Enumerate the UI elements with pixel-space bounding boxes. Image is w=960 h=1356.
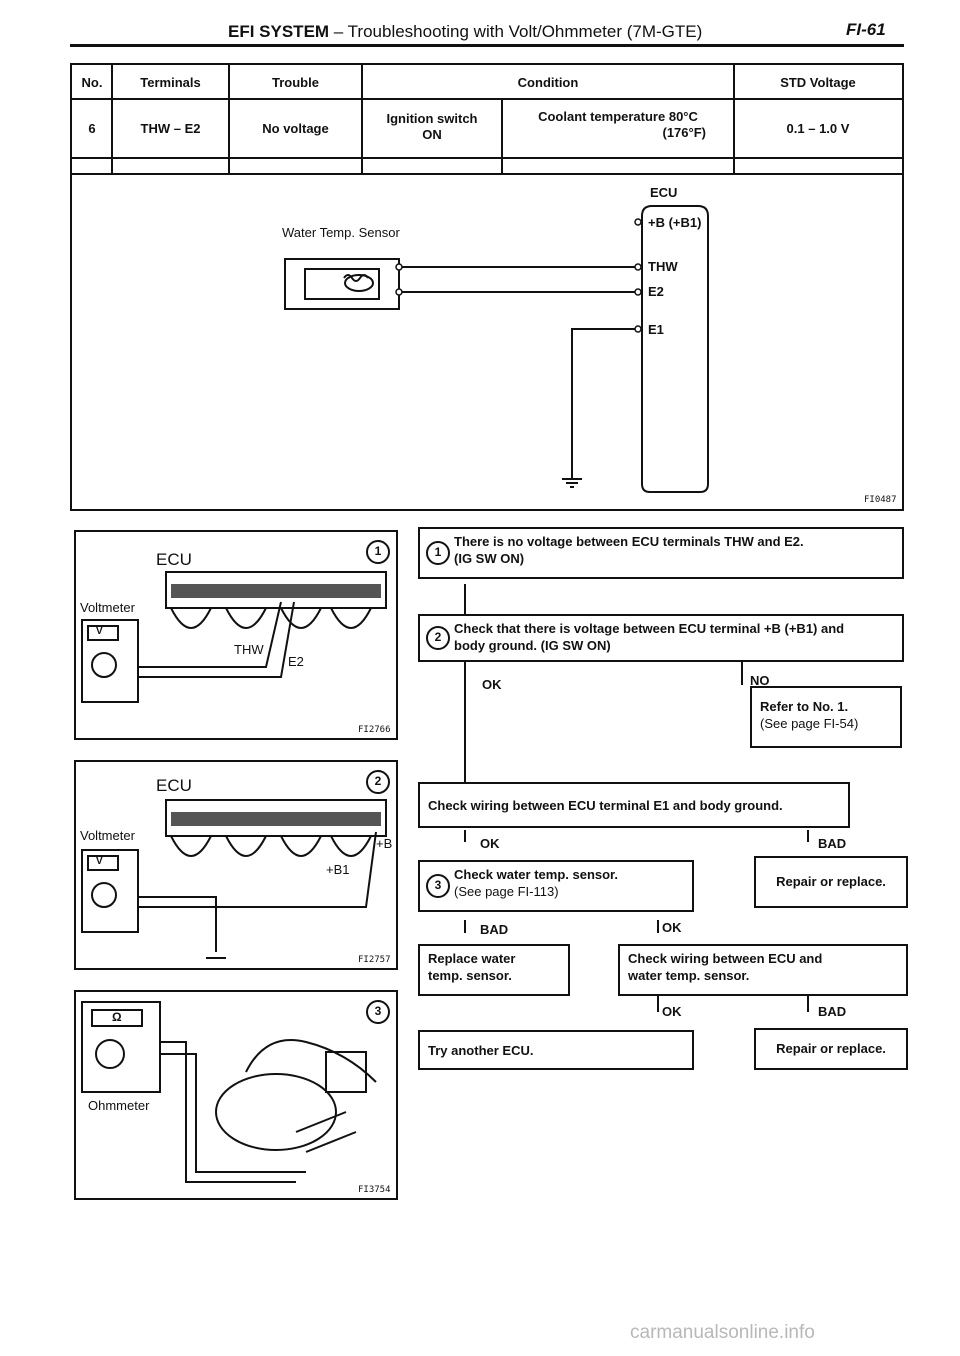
picture-2-illustration (81, 799, 387, 959)
step-1-line1: There is no voltage between ECU terminal… (454, 534, 804, 549)
cond1-line1: Ignition switch (386, 111, 478, 126)
picture-2-b-label: +B (376, 836, 393, 851)
flow-step-3: 3 Check water temp. sensor. (See page FI… (418, 860, 694, 912)
step-2-number: 2 (426, 626, 450, 650)
flow-bad-3: BAD (480, 922, 509, 937)
col-header-condition: Condition (517, 75, 579, 90)
page-header-title: EFI SYSTEM – Troubleshooting with Volt/O… (228, 22, 702, 42)
picture-2-meter-label: Voltmeter (80, 828, 135, 843)
header-title-rest: – Troubleshooting with Volt/Ohmmeter (7M… (329, 22, 703, 41)
flow-step-2: 2 Check that there is voltage between EC… (418, 614, 904, 662)
cond2-line1: Coolant temperature 80°C (538, 109, 698, 124)
row-condition-ignition: Ignition switch ON (362, 111, 502, 143)
picture-1-number: 1 (366, 540, 390, 564)
cond1-line2: ON (422, 127, 442, 142)
circuit-terminal-e1-label: E1 (648, 322, 664, 337)
flow-try-another-ecu: Try another ECU. (418, 1030, 694, 1070)
refer-line2: (See page FI-54) (760, 716, 859, 731)
ecu-box-outline (641, 205, 709, 493)
wire-e1 (571, 328, 638, 469)
flow-bad-2: BAD (818, 836, 847, 851)
wiring-sensor-line2: water temp. sensor. (628, 968, 750, 983)
flow-ok-1: OK (482, 677, 502, 692)
cond2-line2: (176°F) (662, 125, 707, 140)
flow-ok-2: OK (480, 836, 500, 851)
picture-1-e2-label: E2 (288, 654, 304, 669)
circuit-terminal-b-label: +B (+B1) (648, 215, 702, 230)
picture-3-omega-label: Ω (112, 1010, 122, 1024)
picture-3-number: 3 (366, 1000, 390, 1024)
page-number: FI-61 (846, 20, 886, 39)
flow-no-1: NO (750, 673, 770, 688)
picture-1-voltmeter: 1 ECU Voltmeter V THW E2 FI2766 (74, 530, 398, 740)
col-header-no: No. (81, 75, 103, 90)
terminal-b (634, 218, 642, 226)
circuit-terminal-thw-label: THW (648, 259, 678, 274)
picture-1-code: FI2766 (358, 725, 391, 735)
col-header-terminals: Terminals (140, 75, 201, 90)
step-3-line2: (See page FI-113) (454, 884, 559, 899)
circuit-figure-code: FI0487 (864, 495, 897, 505)
picture-1-thw-label: THW (234, 642, 264, 657)
flow-replace-sensor: Replace water temp. sensor. (418, 944, 570, 996)
refer-line1: Refer to No. 1. (760, 699, 849, 714)
flow-step-1: 1 There is no voltage between ECU termin… (418, 527, 904, 579)
header-title-bold: EFI SYSTEM (228, 22, 330, 41)
circuit-ecu-label: ECU (650, 185, 678, 200)
step-2-line1: Check that there is voltage between ECU … (454, 621, 845, 636)
replace-line2: temp. sensor. (428, 968, 512, 983)
picture-3-meter-label: Ohmmeter (88, 1098, 150, 1113)
flow-check-wiring-e1: Check wiring between ECU terminal E1 and… (418, 782, 850, 828)
flow-ok-3: OK (662, 920, 682, 935)
picture-3-illustration (81, 1001, 377, 1183)
flow-bad-4: BAD (818, 1004, 847, 1019)
row-std-voltage: 0.1 – 1.0 V (786, 121, 850, 136)
picture-1-illustration (81, 571, 387, 703)
row-terminals: THW – E2 (140, 121, 201, 136)
row-no: 6 (88, 121, 96, 136)
flow-refer-box: Refer to No. 1. (See page FI-54) (750, 686, 902, 748)
row-trouble: No voltage (262, 121, 329, 136)
picture-2-ecu-label: ECU (156, 776, 192, 795)
picture-3-ohmmeter: 3 Ω Ohmmeter FI3754 (74, 990, 398, 1200)
picture-3-code: FI3754 (358, 1185, 391, 1195)
step-3-number: 3 (426, 874, 450, 898)
watermark: carmanualsonline.info (630, 1322, 815, 1343)
picture-2-number: 2 (366, 770, 390, 794)
picture-2-voltmeter: 2 ECU Voltmeter V +B +B1 FI2757 (74, 760, 398, 970)
step-1-number: 1 (426, 541, 450, 565)
terminal-e1 (634, 325, 642, 333)
wiring-sensor-line1: Check wiring between ECU and (628, 951, 823, 966)
spec-table: No. Terminals Trouble Condition STD Volt… (70, 63, 904, 511)
step-2-line2: body ground. (IG SW ON) (454, 638, 611, 653)
terminal-e2 (634, 288, 642, 296)
step-1-line2: (IG SW ON) (454, 551, 525, 566)
picture-1-v-label: V (96, 626, 103, 637)
col-header-std-voltage: STD Voltage (780, 75, 856, 90)
terminal-thw (634, 263, 642, 271)
flow-repair-2: Repair or replace. (754, 1028, 908, 1070)
picture-2-b1-label: +B1 (326, 862, 350, 877)
picture-2-code: FI2757 (358, 955, 391, 965)
row-condition-coolant: Coolant temperature 80°C (176°F) (502, 109, 734, 141)
header-rule (70, 44, 904, 47)
col-header-trouble: Trouble (272, 75, 319, 90)
circuit-diagram (284, 205, 709, 493)
flow-repair-1: Repair or replace. (754, 856, 908, 908)
picture-2-v-label: V (96, 856, 103, 867)
step-3-line1: Check water temp. sensor. (454, 867, 619, 882)
circuit-sensor-label: Water Temp. Sensor (282, 225, 400, 240)
flow-check-wiring-sensor: Check wiring between ECU and water temp.… (618, 944, 908, 996)
picture-1-ecu-label: ECU (156, 550, 192, 569)
table-grid (72, 65, 902, 175)
replace-line1: Replace water (428, 951, 516, 966)
flow-ok-4: OK (662, 1004, 682, 1019)
circuit-terminal-e2-label: E2 (648, 284, 664, 299)
picture-1-meter-label: Voltmeter (80, 600, 135, 615)
sensor-housing (284, 258, 400, 310)
